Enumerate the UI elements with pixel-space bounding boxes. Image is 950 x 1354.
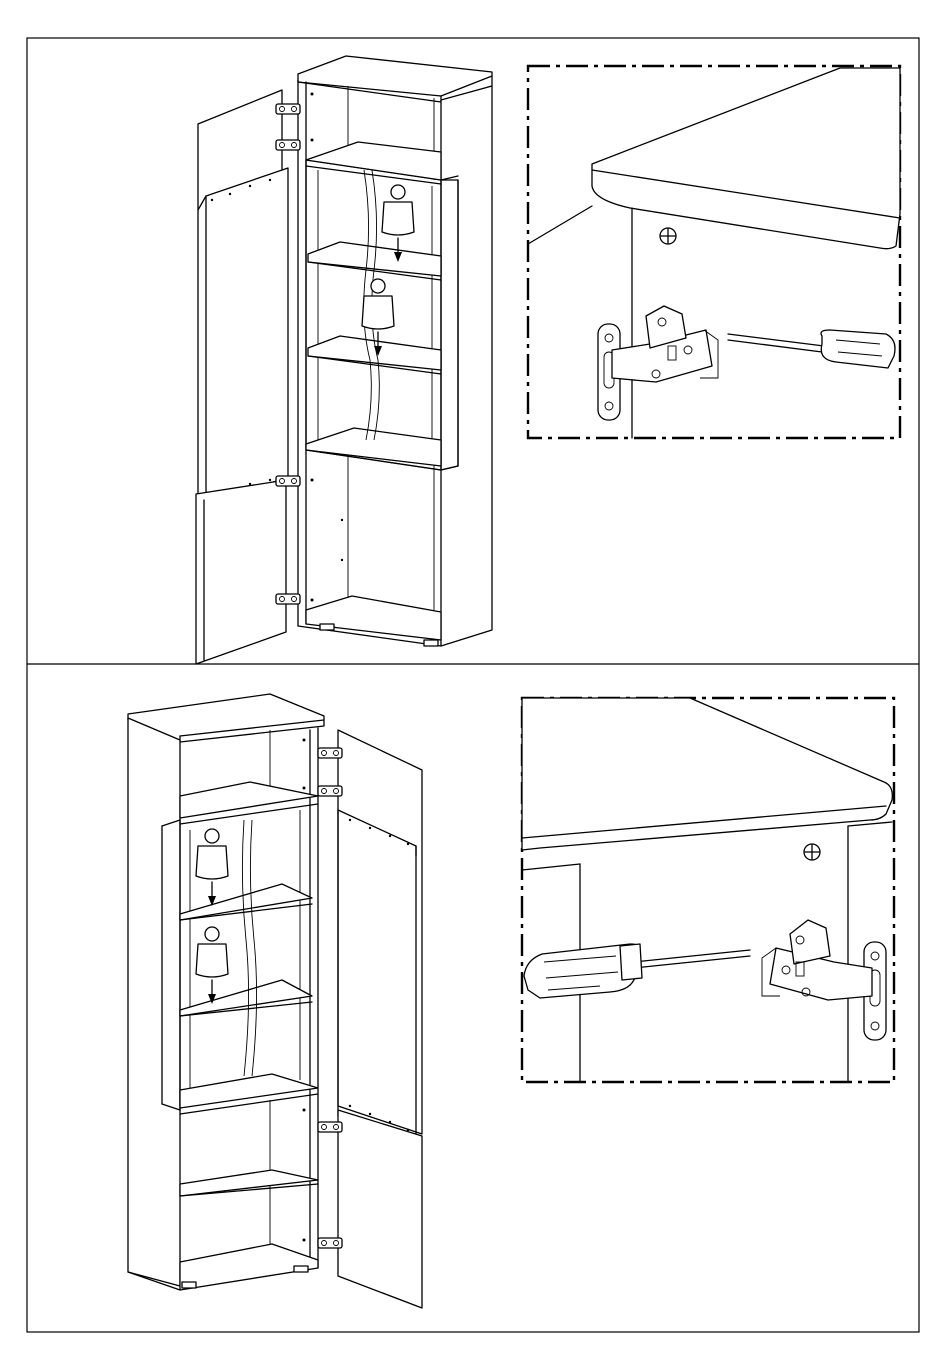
door-lower-open (196, 480, 286, 664)
detail-hinge-adjust-left (522, 698, 894, 1082)
screwdriver-icon (524, 944, 750, 998)
door-upper-open (198, 90, 288, 500)
door-lower-open (338, 1110, 422, 1308)
door-upper-open (338, 730, 422, 1144)
screwdriver-icon (728, 330, 895, 368)
panel-step-b (128, 694, 894, 1308)
cabinet-icon (128, 694, 324, 1290)
detail-hinge-adjust-right (528, 66, 900, 438)
panel-step-a (196, 56, 900, 664)
cabinet-icon (298, 56, 492, 646)
